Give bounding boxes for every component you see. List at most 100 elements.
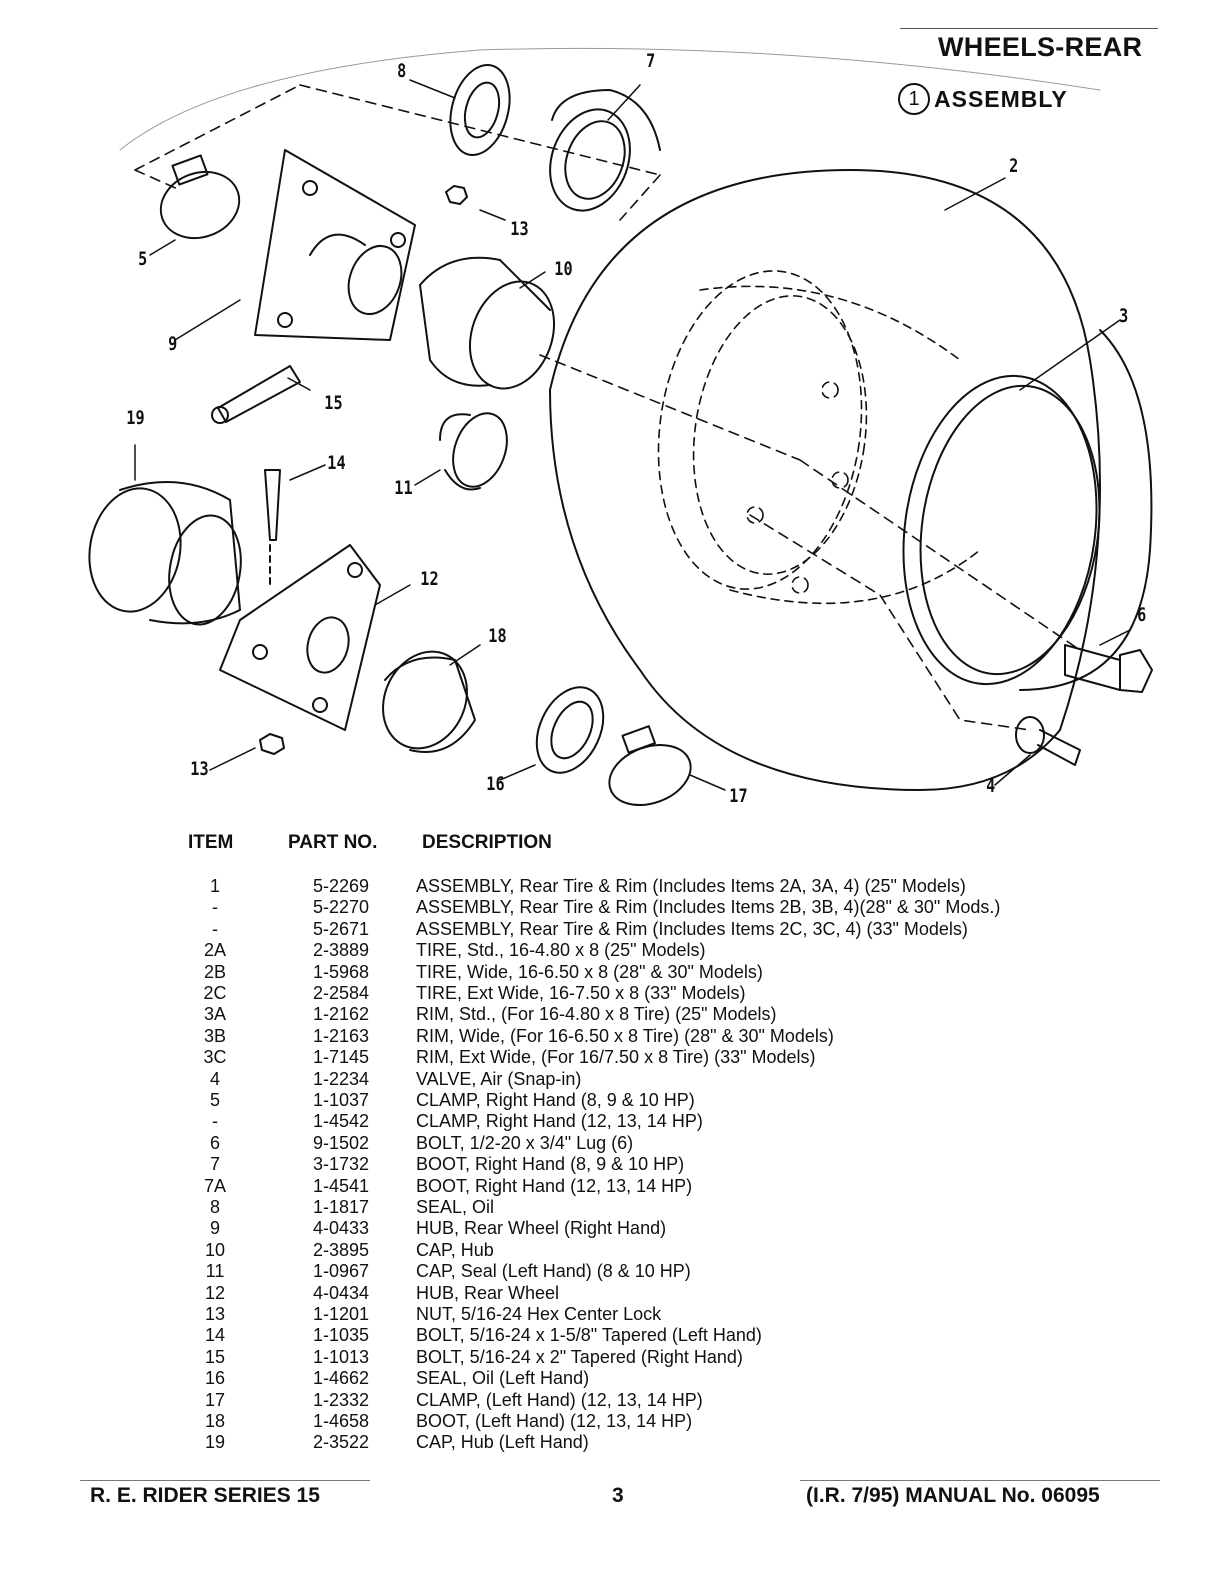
callout-number: 11 xyxy=(394,477,413,499)
cap-11-drawing xyxy=(439,412,508,491)
callout-number: 14 xyxy=(327,452,346,474)
part-number: 1-4542 xyxy=(312,1111,370,1132)
part-description: ASSEMBLY, Rear Tire & Rim (Includes Item… xyxy=(416,876,966,896)
item-number: - xyxy=(212,897,218,918)
part-description: SEAL, Oil (Left Hand) xyxy=(416,1368,590,1389)
item-number: 15 xyxy=(204,1346,226,1367)
upper-bracket-line xyxy=(134,84,661,221)
clamp-5-drawing xyxy=(159,154,241,240)
boot-7-drawing xyxy=(549,89,661,212)
callout-number: 13 xyxy=(190,758,209,780)
item-number: 12 xyxy=(204,1282,226,1303)
item-number: 2C xyxy=(203,983,227,1003)
page-number: 3 xyxy=(612,1484,624,1507)
part-description: TIRE, Std., 16-4.80 x 8 (25" Models) xyxy=(416,940,706,961)
part-number: 1-4658 xyxy=(312,1411,370,1431)
item-number: 3B xyxy=(203,1025,227,1046)
part-description: BOOT, Right Hand (8, 9 & 10 HP) xyxy=(416,1154,685,1175)
boot-18-drawing xyxy=(382,650,476,753)
item-number: 7A xyxy=(203,1175,227,1196)
bolt-15-drawing xyxy=(211,365,301,424)
section-number: 1 xyxy=(908,87,920,110)
part-description: ASSEMBLY, Rear Tire & Rim (Includes Item… xyxy=(416,897,1001,918)
callout-number: 17 xyxy=(729,785,748,807)
callout-number: 19 xyxy=(126,407,145,429)
item-number: 9 xyxy=(209,1218,220,1239)
footer-manual-number: (I.R. 7/95) MANUAL No. 06095 xyxy=(806,1484,1100,1507)
bolt-14-drawing xyxy=(264,469,281,586)
clamp-17-drawing xyxy=(608,725,692,806)
part-description: CAP, Hub xyxy=(416,1239,494,1260)
nut-13-lower-drawing xyxy=(259,733,285,755)
callout-number: 6 xyxy=(1137,604,1147,626)
part-description: TIRE, Ext Wide, 16-7.50 x 8 (33" Models) xyxy=(416,983,746,1003)
callout-number: 4 xyxy=(986,775,996,797)
item-number: 2B xyxy=(203,961,227,982)
part-description: RIM, Std., (For 16-4.80 x 8 Tire) (25" M… xyxy=(416,1004,777,1025)
callout-number: 15 xyxy=(324,392,343,414)
callout-number: 10 xyxy=(554,258,573,280)
part-description: HUB, Rear Wheel (Right Hand) xyxy=(416,1218,667,1239)
part-number: 5-2270 xyxy=(312,897,370,918)
callout-number: 13 xyxy=(510,218,529,240)
item-number: 5 xyxy=(209,1090,220,1110)
item-number: 11 xyxy=(205,1261,225,1282)
part-description: NUT, 5/16-24 Hex Center Lock xyxy=(416,1304,662,1324)
part-number: 1-0967 xyxy=(312,1261,370,1282)
rim-drawing xyxy=(657,270,981,605)
part-number: 1-4541 xyxy=(312,1175,370,1196)
bolt-6-drawing xyxy=(1064,644,1153,693)
item-number: 3C xyxy=(203,1047,227,1068)
col-header-description: DESCRIPTION xyxy=(422,832,552,853)
part-description: BOOT, Right Hand (12, 13, 14 HP) xyxy=(416,1175,693,1196)
part-description: BOLT, 5/16-24 x 1-5/8" Tapered (Left Han… xyxy=(416,1325,762,1346)
col-header-item: ITEM xyxy=(188,832,234,853)
part-description: CAP, Hub (Left Hand) xyxy=(416,1432,589,1453)
axle-line xyxy=(539,354,1081,731)
part-number: 2-3895 xyxy=(312,1239,370,1260)
callout-number: 8 xyxy=(397,60,407,82)
part-description: VALVE, Air (Snap-in) xyxy=(416,1068,582,1089)
callout-number: 18 xyxy=(488,625,507,647)
part-number: 1-1037 xyxy=(312,1090,370,1110)
item-number: 4 xyxy=(209,1068,220,1089)
page-title: WHEELS-REAR xyxy=(938,32,1143,62)
item-number: 1 xyxy=(209,876,220,896)
part-number: 1-1035 xyxy=(312,1325,370,1346)
item-number: 3A xyxy=(203,1004,227,1025)
item-number: 10 xyxy=(204,1239,226,1260)
part-description: HUB, Rear Wheel xyxy=(416,1282,560,1303)
part-description: BOLT, 1/2-20 x 3/4" Lug (6) xyxy=(416,1132,634,1153)
callout-number: 3 xyxy=(1119,305,1129,327)
item-number: 8 xyxy=(209,1197,220,1217)
seal-8-drawing xyxy=(449,63,511,157)
item-number: 17 xyxy=(204,1389,226,1410)
part-number: 2-3889 xyxy=(312,940,370,961)
part-description: CLAMP, (Left Hand) (12, 13, 14 HP) xyxy=(416,1389,703,1410)
footer-series: R. E. RIDER SERIES 15 xyxy=(90,1484,320,1507)
part-number: 3-1732 xyxy=(312,1154,370,1175)
item-number: 6 xyxy=(209,1132,220,1153)
section-number-circle: 1 xyxy=(898,83,930,115)
footer-rule-right xyxy=(800,1480,1160,1481)
item-number: 14 xyxy=(204,1325,226,1346)
part-description: CLAMP, Right Hand (8, 9 & 10 HP) xyxy=(416,1090,695,1110)
seal-16-drawing xyxy=(535,686,605,774)
part-number: 1-2162 xyxy=(312,1004,370,1025)
part-number: 5-2671 xyxy=(312,918,370,939)
item-number: - xyxy=(212,1111,218,1132)
part-number: 1-7145 xyxy=(312,1047,370,1068)
cap-10-drawing xyxy=(419,256,556,390)
part-number: 1-2234 xyxy=(312,1068,370,1089)
callout-number: 12 xyxy=(420,568,439,590)
item-number: - xyxy=(212,918,218,939)
callout-number: 2 xyxy=(1009,155,1019,177)
part-description: TIRE, Wide, 16-6.50 x 8 (28" & 30" Model… xyxy=(416,961,763,982)
part-number: 1-5968 xyxy=(312,961,370,982)
callout-number: 16 xyxy=(486,773,505,795)
item-number: 18 xyxy=(204,1411,226,1431)
part-description: SEAL, Oil xyxy=(416,1197,495,1217)
part-number: 9-1502 xyxy=(312,1132,370,1153)
valve-4-drawing xyxy=(1015,716,1081,766)
header-rule xyxy=(900,28,1158,29)
